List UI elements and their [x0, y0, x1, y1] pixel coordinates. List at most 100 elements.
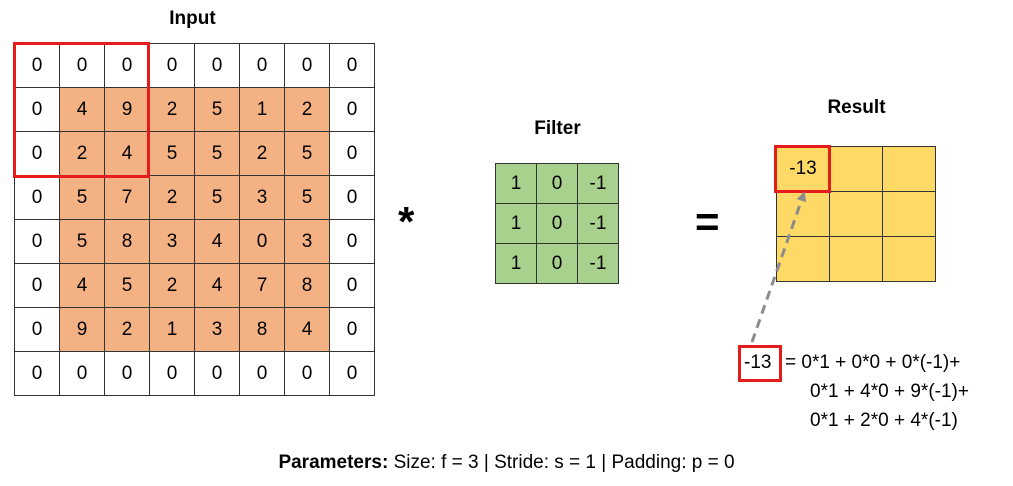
receptive-field-highlight [13, 42, 150, 178]
input-cell: 9 [104, 87, 150, 132]
input-cell: 0 [239, 351, 285, 396]
formula-value-highlight [738, 345, 782, 382]
input-cell: 5 [149, 131, 195, 176]
parameters-caption: Parameters: Size: f = 3 | Stride: s = 1 … [0, 452, 1013, 474]
input-cell: 5 [194, 131, 240, 176]
filter-cell: -1 [577, 243, 619, 284]
formula-value: -13 [744, 352, 772, 373]
input-cell: 0 [239, 43, 285, 88]
filter-cell: 0 [536, 203, 578, 244]
input-cell: 0 [329, 307, 375, 352]
input-cell: 4 [194, 219, 240, 264]
result-row: -13 [776, 146, 936, 192]
input-cell: 8 [284, 263, 330, 308]
result-row [776, 236, 936, 282]
formula-line-1: = 0*1 + 0*0 + 0*(-1)+ [785, 352, 961, 373]
input-cell: 0 [14, 175, 60, 220]
input-cell: 0 [329, 131, 375, 176]
input-cell: 8 [239, 307, 285, 352]
input-cell: 0 [284, 351, 330, 396]
filter-cell: 1 [495, 243, 537, 284]
input-cell: 0 [14, 87, 60, 132]
input-cell: 0 [104, 351, 150, 396]
result-cell: -13 [776, 146, 830, 192]
input-cell: 8 [104, 219, 150, 264]
result-cell [829, 191, 883, 237]
result-row [776, 191, 936, 237]
input-cell: 5 [104, 263, 150, 308]
formula-line-3: 0*1 + 2*0 + 4*(-1) [810, 410, 958, 431]
input-cell: 2 [59, 131, 105, 176]
input-cell: 0 [329, 43, 375, 88]
input-cell: 0 [14, 219, 60, 264]
input-cell: 3 [239, 175, 285, 220]
input-cell: 0 [329, 87, 375, 132]
result-matrix: -13 [776, 146, 936, 282]
input-cell: 5 [59, 175, 105, 220]
input-cell: 2 [284, 87, 330, 132]
input-cell: 0 [14, 351, 60, 396]
input-cell: 0 [149, 351, 195, 396]
result-cell [776, 236, 830, 282]
input-cell: 0 [194, 43, 240, 88]
input-cell: 2 [149, 263, 195, 308]
result-cell [882, 146, 936, 192]
input-cell: 0 [14, 131, 60, 176]
result-title: Result [827, 97, 886, 118]
filter-title: Filter [534, 118, 581, 139]
input-cell: 9 [59, 307, 105, 352]
input-cell: 5 [194, 175, 240, 220]
input-cell: 1 [239, 87, 285, 132]
input-cell: 3 [194, 307, 240, 352]
input-cell: 7 [239, 263, 285, 308]
parameters-label: Parameters: [278, 452, 389, 473]
input-cell: 5 [284, 175, 330, 220]
input-cell: 4 [284, 307, 330, 352]
convolution-operator: * [398, 198, 415, 245]
filter-cell: 0 [536, 163, 578, 204]
parameters-text: Size: f = 3 | Stride: s = 1 | Padding: p… [393, 452, 735, 473]
input-cell: 5 [194, 87, 240, 132]
input-cell: 2 [239, 131, 285, 176]
input-cell: 0 [239, 219, 285, 264]
input-cell: 0 [284, 43, 330, 88]
input-cell: 4 [59, 263, 105, 308]
dashed-arrow-line [750, 191, 807, 343]
input-cell: 1 [149, 307, 195, 352]
input-cell: 5 [284, 131, 330, 176]
input-cell: 0 [329, 263, 375, 308]
filter-cell: 1 [495, 203, 537, 244]
result-cell [829, 236, 883, 282]
input-title: Input [169, 8, 216, 29]
filter-cell: 0 [536, 243, 578, 284]
input-cell: 2 [104, 307, 150, 352]
input-cell: 0 [59, 351, 105, 396]
filter-cell: -1 [577, 203, 619, 244]
filter-cell: 1 [495, 163, 537, 204]
input-cell: 5 [59, 219, 105, 264]
equals-operator: = [695, 198, 720, 245]
input-cell: 0 [149, 43, 195, 88]
input-cell: 0 [329, 351, 375, 396]
result-cell [882, 191, 936, 237]
filter-cell: -1 [577, 163, 619, 204]
input-cell: 2 [149, 175, 195, 220]
input-cell: 0 [194, 351, 240, 396]
input-cell: 2 [149, 87, 195, 132]
input-cell: 0 [329, 175, 375, 220]
result-cell [882, 236, 936, 282]
input-cell: 0 [104, 43, 150, 88]
input-cell: 3 [284, 219, 330, 264]
